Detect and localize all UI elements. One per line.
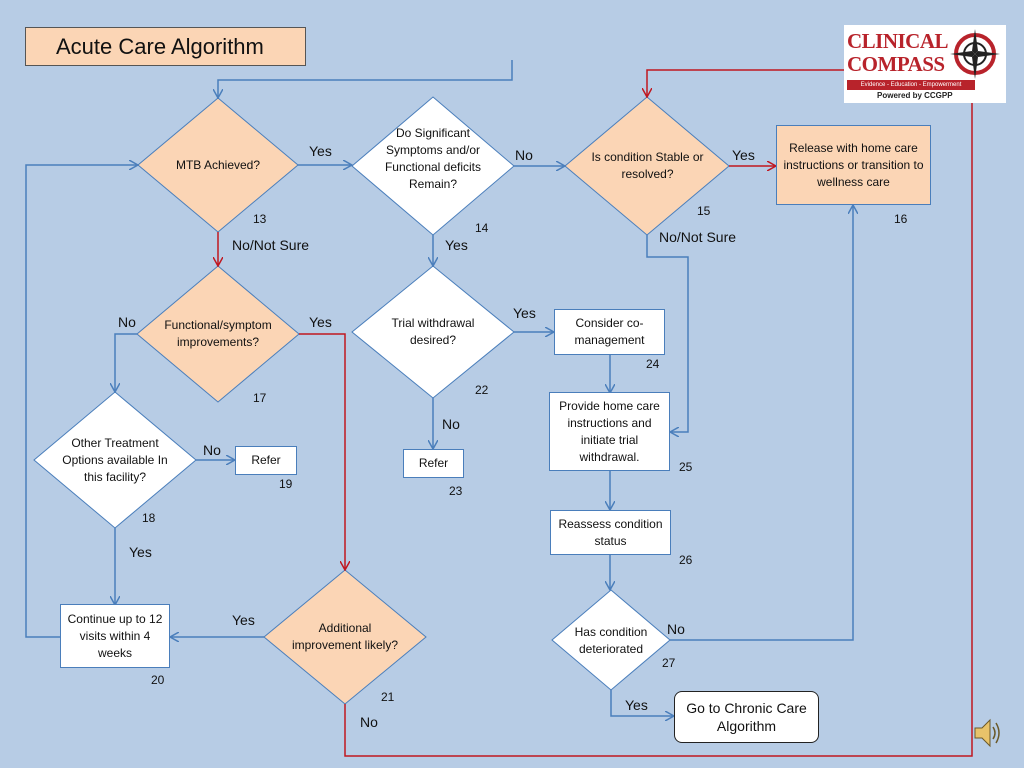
decision-14-text: Do Significant Symptoms and/or Functiona… xyxy=(384,126,482,191)
decision-13-text: MTB Achieved? xyxy=(175,157,261,172)
step-number-17: 17 xyxy=(253,391,267,405)
process-26-box: Reassess condition status xyxy=(550,510,671,555)
process-25-box: Provide home care instructions and initi… xyxy=(549,392,670,471)
process-19-refer: Refer xyxy=(235,446,297,475)
label-17-no: No xyxy=(118,314,136,330)
compass-icon xyxy=(950,29,1000,79)
label-27-yes: Yes xyxy=(625,697,648,713)
step-number-23: 23 xyxy=(449,484,463,498)
step-number-19: 19 xyxy=(279,477,293,491)
clinical-compass-logo: CLINICAL COMPASS Evidence - Education - … xyxy=(844,25,1006,103)
label-21-yes: Yes xyxy=(232,612,255,628)
step-number-15: 15 xyxy=(697,204,711,218)
decision-15-text: Is condition Stable or resolved? xyxy=(591,150,704,181)
speaker-icon[interactable] xyxy=(972,716,1002,750)
step-number-26: 26 xyxy=(679,553,693,567)
logo-line1: CLINICAL xyxy=(847,29,949,53)
label-13-yes: Yes xyxy=(309,143,332,159)
label-27-no: No xyxy=(667,621,685,637)
label-18-yes: Yes xyxy=(129,544,152,560)
arrow-15-25 xyxy=(646,235,689,432)
label-15-no: No/Not Sure xyxy=(659,229,737,245)
step-number-22: 22 xyxy=(475,383,489,397)
process-24-box: Consider co-management xyxy=(554,309,665,355)
label-14-yes: Yes xyxy=(445,237,468,253)
label-18-no: No xyxy=(203,442,221,458)
decision-27-text: Has condition deteriorated xyxy=(574,625,648,656)
logo-tagline: Evidence - Education - Empowerment xyxy=(847,80,975,90)
label-22-yes: Yes xyxy=(513,305,536,321)
page-title: Acute Care Algorithm xyxy=(25,27,306,66)
label-15-yes: Yes xyxy=(732,147,755,163)
decision-21-text: Additional improvement likely? xyxy=(291,621,399,652)
decision-17-shape xyxy=(136,265,300,403)
step-number-16: 16 xyxy=(894,212,908,226)
label-13-no: No/Not Sure xyxy=(232,237,310,253)
step-number-24: 24 xyxy=(646,357,660,371)
arrow-20-13 xyxy=(25,165,137,638)
step-number-20: 20 xyxy=(151,673,165,687)
label-22-no: No xyxy=(442,416,460,432)
arrow-17-21 xyxy=(299,333,345,569)
arrow-27-chronic xyxy=(610,690,673,716)
process-23-refer: Refer xyxy=(403,449,464,478)
step-number-27: 27 xyxy=(662,656,676,670)
step-number-18: 18 xyxy=(142,511,156,525)
arrow-27-16 xyxy=(670,206,853,641)
label-17-yes: Yes xyxy=(309,314,332,330)
arrow-21-15-loop xyxy=(344,69,973,757)
label-14-no: No xyxy=(515,147,533,163)
step-number-25: 25 xyxy=(679,460,693,474)
decision-18-text: Other Treatment Options available In thi… xyxy=(62,435,168,484)
chronic-care-link[interactable]: Go to Chronic Care Algorithm xyxy=(674,691,819,743)
step-number-13: 13 xyxy=(253,212,267,226)
logo-line2: COMPASS xyxy=(847,52,945,76)
decision-17-text: Functional/symptom improvements? xyxy=(164,318,272,349)
logo-powered-by: Powered by CCGPP xyxy=(877,91,953,100)
entry-arrow xyxy=(218,60,513,97)
decision-22-text: Trial withdrawal desired? xyxy=(391,316,475,347)
process-20-box: Continue up to 12 visits within 4 weeks xyxy=(60,604,170,668)
arrow-17-18 xyxy=(115,333,137,391)
step-number-21: 21 xyxy=(381,690,395,704)
label-21-no: No xyxy=(360,714,378,730)
process-16-box: Release with home care instructions or t… xyxy=(776,125,931,205)
step-number-14: 14 xyxy=(475,221,489,235)
